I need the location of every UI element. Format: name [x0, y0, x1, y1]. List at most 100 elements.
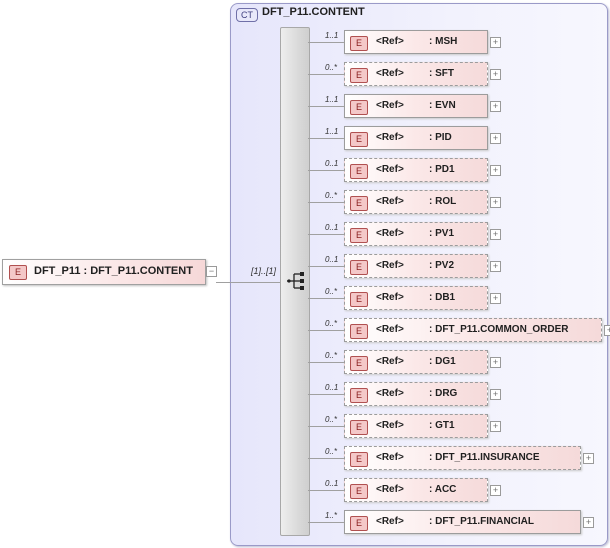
ref-label: <Ref> — [376, 292, 404, 303]
root-expand-icon[interactable]: − — [206, 266, 217, 277]
ref-label: <Ref> — [376, 452, 404, 463]
expand-plus-icon[interactable]: + — [583, 517, 594, 528]
expand-plus-icon[interactable]: + — [490, 261, 501, 272]
child-element[interactable]: E <Ref> : DFT_P11.COMMON_ORDER — [344, 318, 602, 342]
child-element[interactable]: E<Ref>: PID — [344, 126, 488, 150]
element-name: : DFT_P11.FINANCIAL — [429, 516, 535, 527]
complex-type-badge: CT — [236, 8, 258, 22]
ref-label: <Ref> — [376, 484, 404, 495]
child-multiplicity: 1..1 — [325, 127, 339, 136]
expand-plus-icon[interactable]: + — [604, 325, 610, 336]
child-multiplicity: 0..* — [325, 415, 338, 424]
element-badge: E — [9, 265, 27, 280]
expand-plus-icon[interactable]: + — [490, 389, 501, 400]
child-connector-line — [308, 266, 344, 267]
expand-plus-icon[interactable]: + — [490, 133, 501, 144]
child-element[interactable]: E<Ref>: DFT_P11.FINANCIAL — [344, 510, 581, 534]
element-name: : DRG — [429, 388, 458, 399]
child-multiplicity: 0..* — [325, 351, 338, 360]
child-multiplicity: 0..* — [325, 287, 338, 296]
child-element[interactable]: E<Ref>: PD1 — [344, 158, 488, 182]
element-name: : DFT_P11.COMMON_ORDER — [429, 324, 569, 335]
element-name: : DFT_P11.INSURANCE — [429, 452, 540, 463]
child-multiplicity: 0..* — [325, 447, 338, 456]
child-element[interactable]: E <Ref> : PV1 — [344, 222, 488, 246]
expand-plus-icon[interactable]: + — [490, 421, 501, 432]
expand-plus-icon[interactable]: + — [583, 453, 594, 464]
child-element[interactable]: E<Ref>: MSH — [344, 30, 488, 54]
sequence-compositor-icon[interactable] — [286, 272, 306, 290]
child-element[interactable]: E<Ref>: DG1 — [344, 350, 488, 374]
child-element[interactable]: E <Ref> : DRG — [344, 382, 488, 406]
child-multiplicity: 0..1 — [325, 255, 339, 264]
element-name: : GT1 — [429, 420, 455, 431]
expand-plus-icon[interactable]: + — [490, 101, 501, 112]
child-element[interactable]: E<Ref>: SFT — [344, 62, 488, 86]
element-badge: E — [350, 292, 368, 307]
element-name: : ACC — [429, 484, 457, 495]
child-element[interactable]: E <Ref> : DB1 — [344, 286, 488, 310]
child-multiplicity: 0..1 — [325, 479, 339, 488]
ref-label: <Ref> — [376, 324, 404, 335]
element-badge: E — [350, 100, 368, 115]
element-badge: E — [350, 420, 368, 435]
child-multiplicity: 0..1 — [325, 159, 339, 168]
child-connector-line — [308, 426, 344, 427]
child-element[interactable]: E <Ref> : DFT_P11.INSURANCE — [344, 446, 581, 470]
child-element[interactable]: E <Ref> : ACC — [344, 478, 488, 502]
root-element-label: DFT_P11 : DFT_P11.CONTENT — [34, 265, 193, 277]
child-element[interactable]: E <Ref> : EVN — [344, 94, 488, 118]
element-name: : SFT — [429, 68, 454, 79]
expand-plus-icon[interactable]: + — [490, 485, 501, 496]
root-multiplicity: [1]..[1] — [251, 266, 277, 276]
element-badge: E — [350, 228, 368, 243]
child-element[interactable]: E <Ref> : ROL — [344, 190, 488, 214]
element-name: : PV1 — [429, 228, 455, 239]
element-badge: E — [350, 484, 368, 499]
element-name: : EVN — [429, 100, 456, 111]
element-name: : PV2 — [429, 260, 455, 271]
ref-label: <Ref> — [376, 388, 404, 399]
expand-plus-icon[interactable]: + — [490, 357, 501, 368]
ref-label: <Ref> — [376, 420, 404, 431]
child-connector-line — [308, 362, 344, 363]
child-connector-line — [308, 458, 344, 459]
child-connector-line — [308, 106, 344, 107]
child-connector-line — [308, 42, 344, 43]
expand-plus-icon[interactable]: + — [490, 37, 501, 48]
element-badge: E — [350, 388, 368, 403]
ref-label: <Ref> — [376, 100, 404, 111]
element-badge: E — [350, 164, 368, 179]
ref-label: <Ref> — [376, 228, 404, 239]
ref-label: <Ref> — [376, 68, 404, 79]
expand-plus-icon[interactable]: + — [490, 69, 501, 80]
expand-plus-icon[interactable]: + — [490, 165, 501, 176]
child-connector-line — [308, 490, 344, 491]
expand-plus-icon[interactable]: + — [490, 197, 501, 208]
ref-label: <Ref> — [376, 196, 404, 207]
element-badge: E — [350, 260, 368, 275]
element-badge: E — [350, 196, 368, 211]
element-name: : DG1 — [429, 356, 456, 367]
expand-plus-icon[interactable]: + — [490, 293, 501, 304]
expand-plus-icon[interactable]: + — [490, 229, 501, 240]
ref-label: <Ref> — [376, 132, 404, 143]
child-connector-line — [308, 138, 344, 139]
child-element[interactable]: E<Ref>: PV2 — [344, 254, 488, 278]
element-name: : DB1 — [429, 292, 456, 303]
child-multiplicity: 1..1 — [325, 31, 339, 40]
element-badge: E — [350, 356, 368, 371]
root-element[interactable]: E DFT_P11 : DFT_P11.CONTENT — [2, 259, 206, 285]
child-element[interactable]: E <Ref> : GT1 — [344, 414, 488, 438]
child-multiplicity: 0..1 — [325, 383, 339, 392]
element-name: : MSH — [429, 36, 458, 47]
child-multiplicity: 1..1 — [325, 95, 339, 104]
element-badge: E — [350, 324, 368, 339]
child-connector-line — [308, 522, 344, 523]
ref-label: <Ref> — [376, 164, 404, 175]
child-multiplicity: 0..1 — [325, 223, 339, 232]
element-name: : ROL — [429, 196, 457, 207]
complex-type-title: DFT_P11.CONTENT — [262, 6, 365, 18]
child-multiplicity: 1..* — [325, 511, 338, 520]
element-badge: E — [350, 452, 368, 467]
